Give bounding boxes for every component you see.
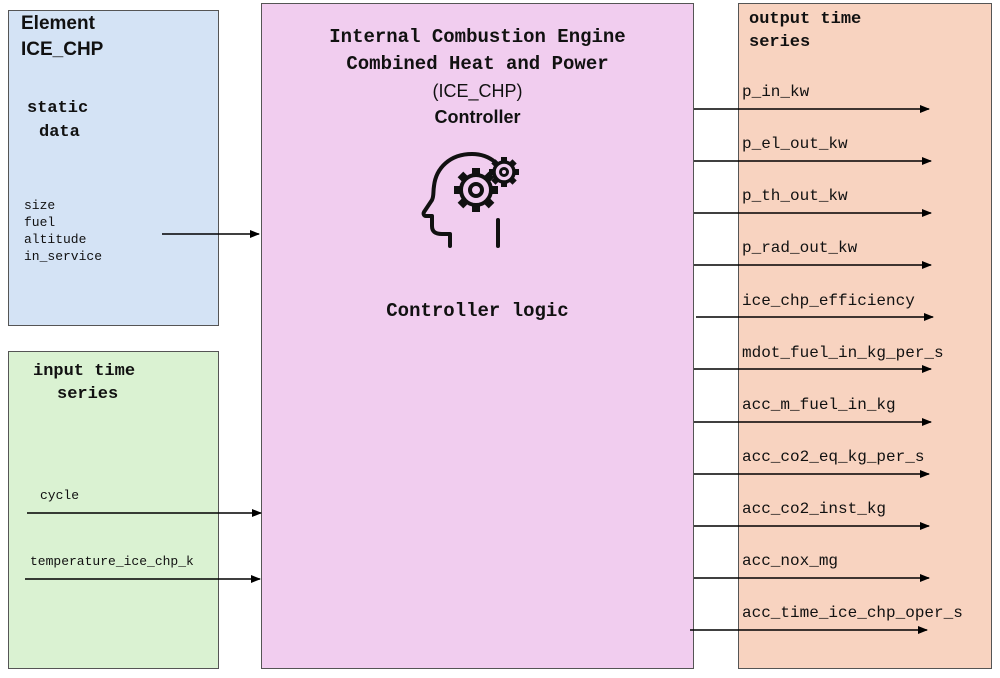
input-title-line1: input time <box>33 362 136 381</box>
controller-logic-label: Controller logic <box>386 300 569 322</box>
static-data-label-line2: data <box>39 123 80 142</box>
static-data-label-line1: static <box>27 99 89 118</box>
controller-subtitle: Controller <box>434 107 521 127</box>
input-cycle: cycle <box>40 488 80 503</box>
output-acc-time-oper: acc_time_ice_chp_oper_s <box>742 604 963 622</box>
output-acc-co2-inst: acc_co2_inst_kg <box>742 500 887 518</box>
controller-box: Internal Combustion Engine Combined Heat… <box>261 3 694 669</box>
element-box: Element ICE_CHP static data size fuel al… <box>8 10 219 326</box>
output-p-in-kw: p_in_kw <box>742 83 810 101</box>
output-box: output time series <box>738 3 992 669</box>
output-acc-m-fuel: acc_m_fuel_in_kg <box>742 396 896 414</box>
output-ice-chp-efficiency: ice_chp_efficiency <box>742 292 915 310</box>
output-acc-nox: acc_nox_mg <box>742 552 839 570</box>
output-title-line2: series <box>749 33 811 52</box>
controller-abbrev: (ICE_CHP) <box>432 81 523 101</box>
param-size: size <box>24 198 56 213</box>
input-temperature: temperature_ice_chp_k <box>30 554 194 569</box>
input-title-line2: series <box>57 385 119 404</box>
element-title-line2: ICE_CHP <box>21 39 104 60</box>
element-title-line1: Element <box>21 13 95 34</box>
output-mdot-fuel: mdot_fuel_in_kg_per_s <box>742 344 944 362</box>
output-p-rad-out-kw: p_rad_out_kw <box>742 239 858 257</box>
controller-title-line2: Combined Heat and Power <box>346 53 609 75</box>
param-fuel: fuel <box>24 215 56 230</box>
output-p-th-out-kw: p_th_out_kw <box>742 187 848 205</box>
output-acc-co2-eq: acc_co2_eq_kg_per_s <box>742 448 925 466</box>
input-box: input time series cycle temperature_ice_… <box>8 351 219 669</box>
controller-title-line1: Internal Combustion Engine <box>329 26 626 48</box>
head-gears-icon <box>420 150 528 250</box>
output-title-line1: output time <box>749 10 862 29</box>
param-altitude: altitude <box>24 232 87 247</box>
param-in-service: in_service <box>24 249 103 264</box>
output-p-el-out-kw: p_el_out_kw <box>742 135 848 153</box>
